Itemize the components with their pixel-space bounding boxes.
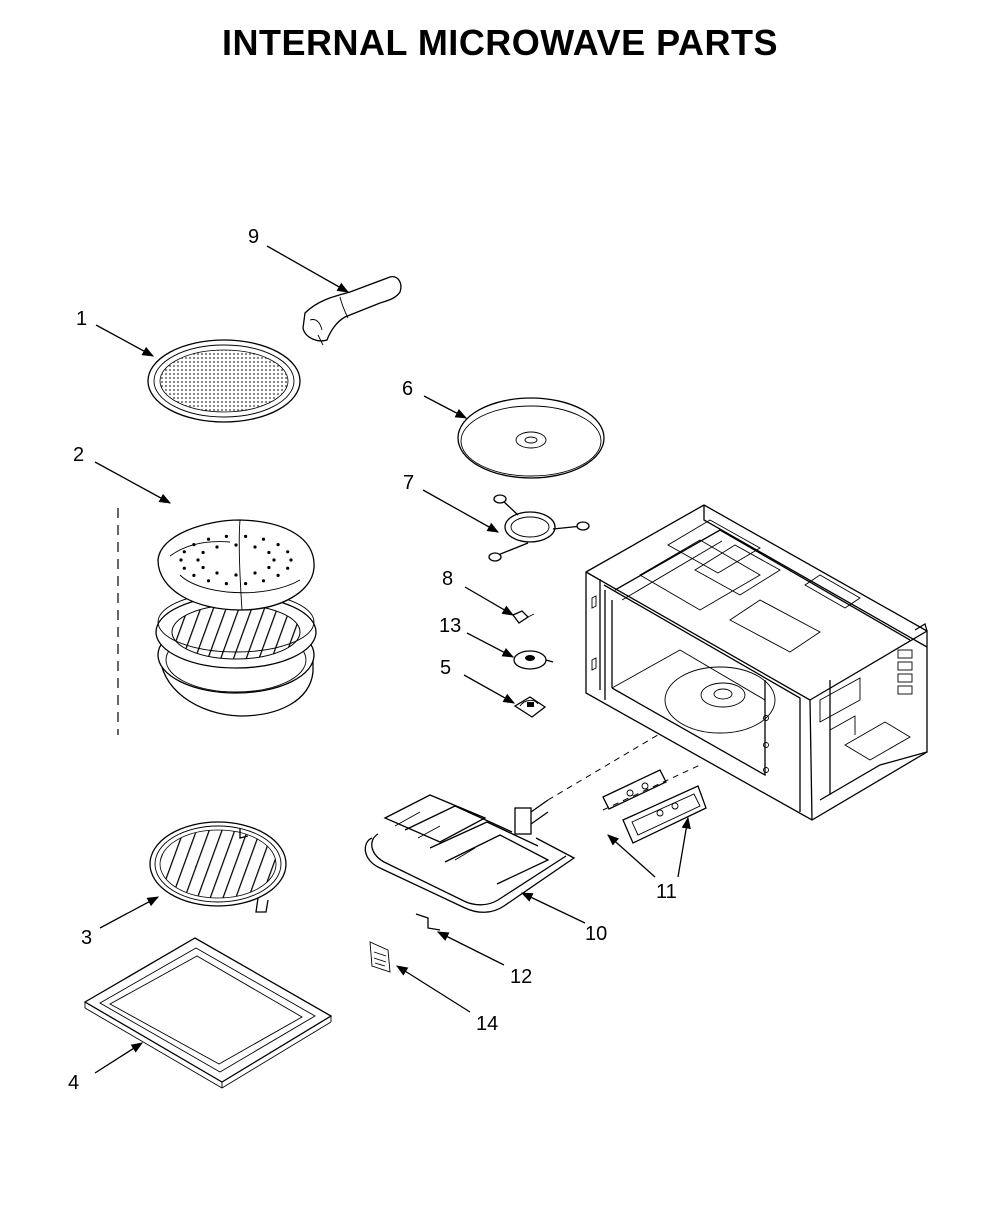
vent-hole: [206, 537, 211, 541]
leader-3: [99, 896, 160, 929]
vent-hole: [179, 558, 183, 562]
vent-hole: [267, 550, 271, 555]
part-6-turntable[interactable]: [457, 397, 605, 479]
leader-2: [94, 461, 172, 504]
vent-hole: [215, 571, 219, 575]
leader-13: [466, 632, 515, 658]
leader-10: [520, 892, 586, 924]
vent-hole: [276, 543, 280, 547]
callout-12: 12: [510, 966, 532, 988]
leader-5: [463, 674, 516, 704]
vent-hole: [182, 550, 186, 554]
vent-hole: [261, 579, 266, 583]
vent-hole: [276, 573, 280, 578]
part-2-steamer-set[interactable]: [117, 508, 317, 735]
vent-hole: [201, 550, 205, 555]
leader-7: [422, 489, 500, 533]
callout-4: 4: [68, 1072, 79, 1094]
vent-hole: [253, 571, 257, 575]
vent-hole: [234, 573, 238, 577]
callout-6: 6: [402, 378, 413, 400]
part-4-tray[interactable]: [83, 937, 333, 1089]
callout-8: 8: [442, 568, 453, 590]
vent-hole: [244, 582, 248, 586]
callout-1: 1: [76, 308, 87, 330]
callout-numbers: 1 2 3 4 5 6 7 8 9 10 11 12 13 14: [68, 226, 677, 1094]
callout-10: 10: [585, 923, 607, 945]
vent-hole: [244, 534, 248, 539]
vent-hole: [192, 543, 196, 547]
oven-cavity: [585, 504, 928, 821]
page-title: INTERNAL MICROWAVE PARTS: [221, 22, 778, 63]
leader-11b: [677, 816, 691, 878]
vent-hole: [289, 558, 293, 562]
vent-hole: [224, 582, 228, 586]
vent-hole: [261, 537, 266, 541]
vent-hole: [253, 545, 257, 549]
part-3-grill-rack[interactable]: [149, 821, 287, 913]
leader-12: [436, 931, 505, 966]
leader-4: [94, 1042, 143, 1074]
callout-5: 5: [440, 657, 451, 679]
vent-hole: [234, 543, 238, 547]
vent-hole: [192, 573, 196, 578]
part-1-crisper-pan[interactable]: [147, 339, 301, 423]
part-7-roller-support[interactable]: [488, 494, 590, 562]
callout-7: 7: [403, 472, 414, 494]
callout-2: 2: [73, 444, 84, 466]
callout-11: 11: [656, 881, 677, 903]
callout-13: 13: [439, 615, 461, 637]
part-11-gaskets[interactable]: [602, 764, 707, 844]
vent-hole: [224, 534, 228, 539]
vent-hole: [286, 566, 290, 570]
vent-hole: [201, 565, 205, 570]
leader-9: [266, 245, 350, 293]
leader-1: [95, 324, 155, 357]
vent-hole: [286, 550, 290, 554]
leader-14: [396, 965, 471, 1013]
leader-8: [464, 586, 515, 616]
part-14-label[interactable]: [369, 941, 391, 973]
part-8-clip[interactable]: [511, 610, 535, 624]
callout-14: 14: [476, 1013, 498, 1035]
callout-3: 3: [81, 927, 92, 949]
part-9-handle[interactable]: [302, 276, 402, 346]
part-13-motor[interactable]: [513, 650, 554, 670]
vent-hole: [267, 565, 271, 570]
part-12-bracket[interactable]: [415, 913, 441, 931]
vent-hole: [182, 566, 186, 570]
leader-11a: [607, 834, 656, 878]
callout-leaders: [94, 245, 691, 1074]
callout-9: 9: [248, 226, 259, 248]
vent-hole: [196, 558, 200, 562]
part-5-thermostat[interactable]: [513, 696, 547, 718]
vent-hole: [206, 579, 211, 583]
leader-6: [423, 395, 468, 419]
vent-hole: [215, 545, 219, 549]
vent-hole: [272, 558, 276, 562]
